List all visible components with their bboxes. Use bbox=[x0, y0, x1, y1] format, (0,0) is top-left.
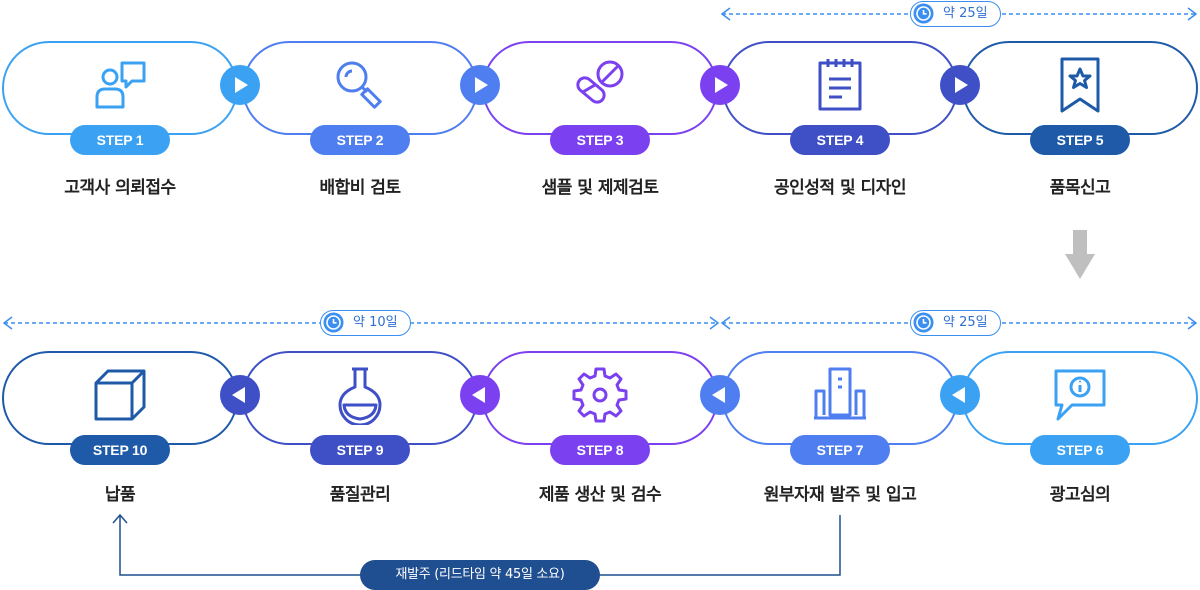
duration-bottom-right: 약 25일 bbox=[910, 310, 1001, 336]
top-duration-span bbox=[720, 7, 1198, 21]
duration-top: 약 25일 bbox=[910, 1, 1001, 27]
step-5-badge: STEP 5 bbox=[1030, 125, 1130, 155]
flow-arrow-9-10 bbox=[220, 375, 260, 415]
step-6-label: 광고심의 bbox=[1049, 485, 1111, 505]
flow-arrow-3-4 bbox=[700, 65, 740, 105]
pill-icon bbox=[570, 55, 630, 115]
flow-arrow-1-2 bbox=[220, 65, 260, 105]
step-7-pill bbox=[722, 351, 958, 445]
step-7-badge: STEP 7 bbox=[790, 435, 890, 465]
flow-arrow-4-5 bbox=[940, 65, 980, 105]
flow-arrow-6-7 bbox=[940, 375, 980, 415]
step-5-label: 품목신고 bbox=[1049, 178, 1111, 198]
notepad-icon bbox=[810, 55, 870, 115]
step-10-badge: STEP 10 bbox=[70, 435, 170, 465]
gear-icon bbox=[570, 365, 630, 425]
clock-icon bbox=[323, 312, 344, 333]
consultation-icon bbox=[90, 55, 150, 115]
step-4-badge: STEP 4 bbox=[790, 125, 890, 155]
step-2-label: 배합비 검토 bbox=[319, 178, 401, 198]
step-10-pill bbox=[2, 351, 238, 445]
step-5-pill bbox=[962, 41, 1198, 135]
step-3-badge: STEP 3 bbox=[550, 125, 650, 155]
ribbon-star-icon bbox=[1050, 55, 1110, 115]
step-9-label: 품질관리 bbox=[329, 485, 391, 505]
flow-arrow-8-9 bbox=[460, 375, 500, 415]
step-6-badge: STEP 6 bbox=[1030, 435, 1130, 465]
down-arrow-icon bbox=[1065, 230, 1095, 279]
step-9-pill bbox=[242, 351, 478, 445]
bottom-duration-spans bbox=[2, 316, 1198, 330]
duration-bottom-left-text: 약 10일 bbox=[353, 315, 398, 330]
duration-bottom-left: 약 10일 bbox=[320, 310, 411, 336]
clock-icon bbox=[913, 3, 934, 24]
step-7-label: 원부자재 발주 및 입고 bbox=[763, 485, 917, 505]
flow-arrow-7-8 bbox=[700, 375, 740, 415]
reorder-note: 재발주 (리드타임 약 45일 소요) bbox=[360, 560, 600, 590]
step-10-label: 납품 bbox=[104, 485, 136, 505]
step-9-badge: STEP 9 bbox=[310, 435, 410, 465]
step-1-badge: STEP 1 bbox=[70, 125, 170, 155]
step-8-badge: STEP 8 bbox=[550, 435, 650, 465]
step-1-label: 고객사 의뢰접수 bbox=[64, 178, 176, 198]
duration-top-text: 약 25일 bbox=[943, 6, 988, 21]
step-2-badge: STEP 2 bbox=[310, 125, 410, 155]
flask-icon bbox=[330, 365, 390, 425]
step-4-label: 공인성적 및 디자인 bbox=[774, 178, 906, 198]
step-3-label: 샘플 및 제제검토 bbox=[541, 178, 659, 198]
info-bubble-icon bbox=[1050, 365, 1110, 425]
magnifier-icon bbox=[330, 55, 390, 115]
duration-bottom-right-text: 약 25일 bbox=[943, 315, 988, 330]
flow-arrow-2-3 bbox=[460, 65, 500, 105]
step-8-label: 제품 생산 및 검수 bbox=[538, 485, 662, 505]
box-icon bbox=[90, 365, 150, 425]
factory-icon bbox=[810, 365, 870, 425]
clock-icon bbox=[913, 312, 934, 333]
